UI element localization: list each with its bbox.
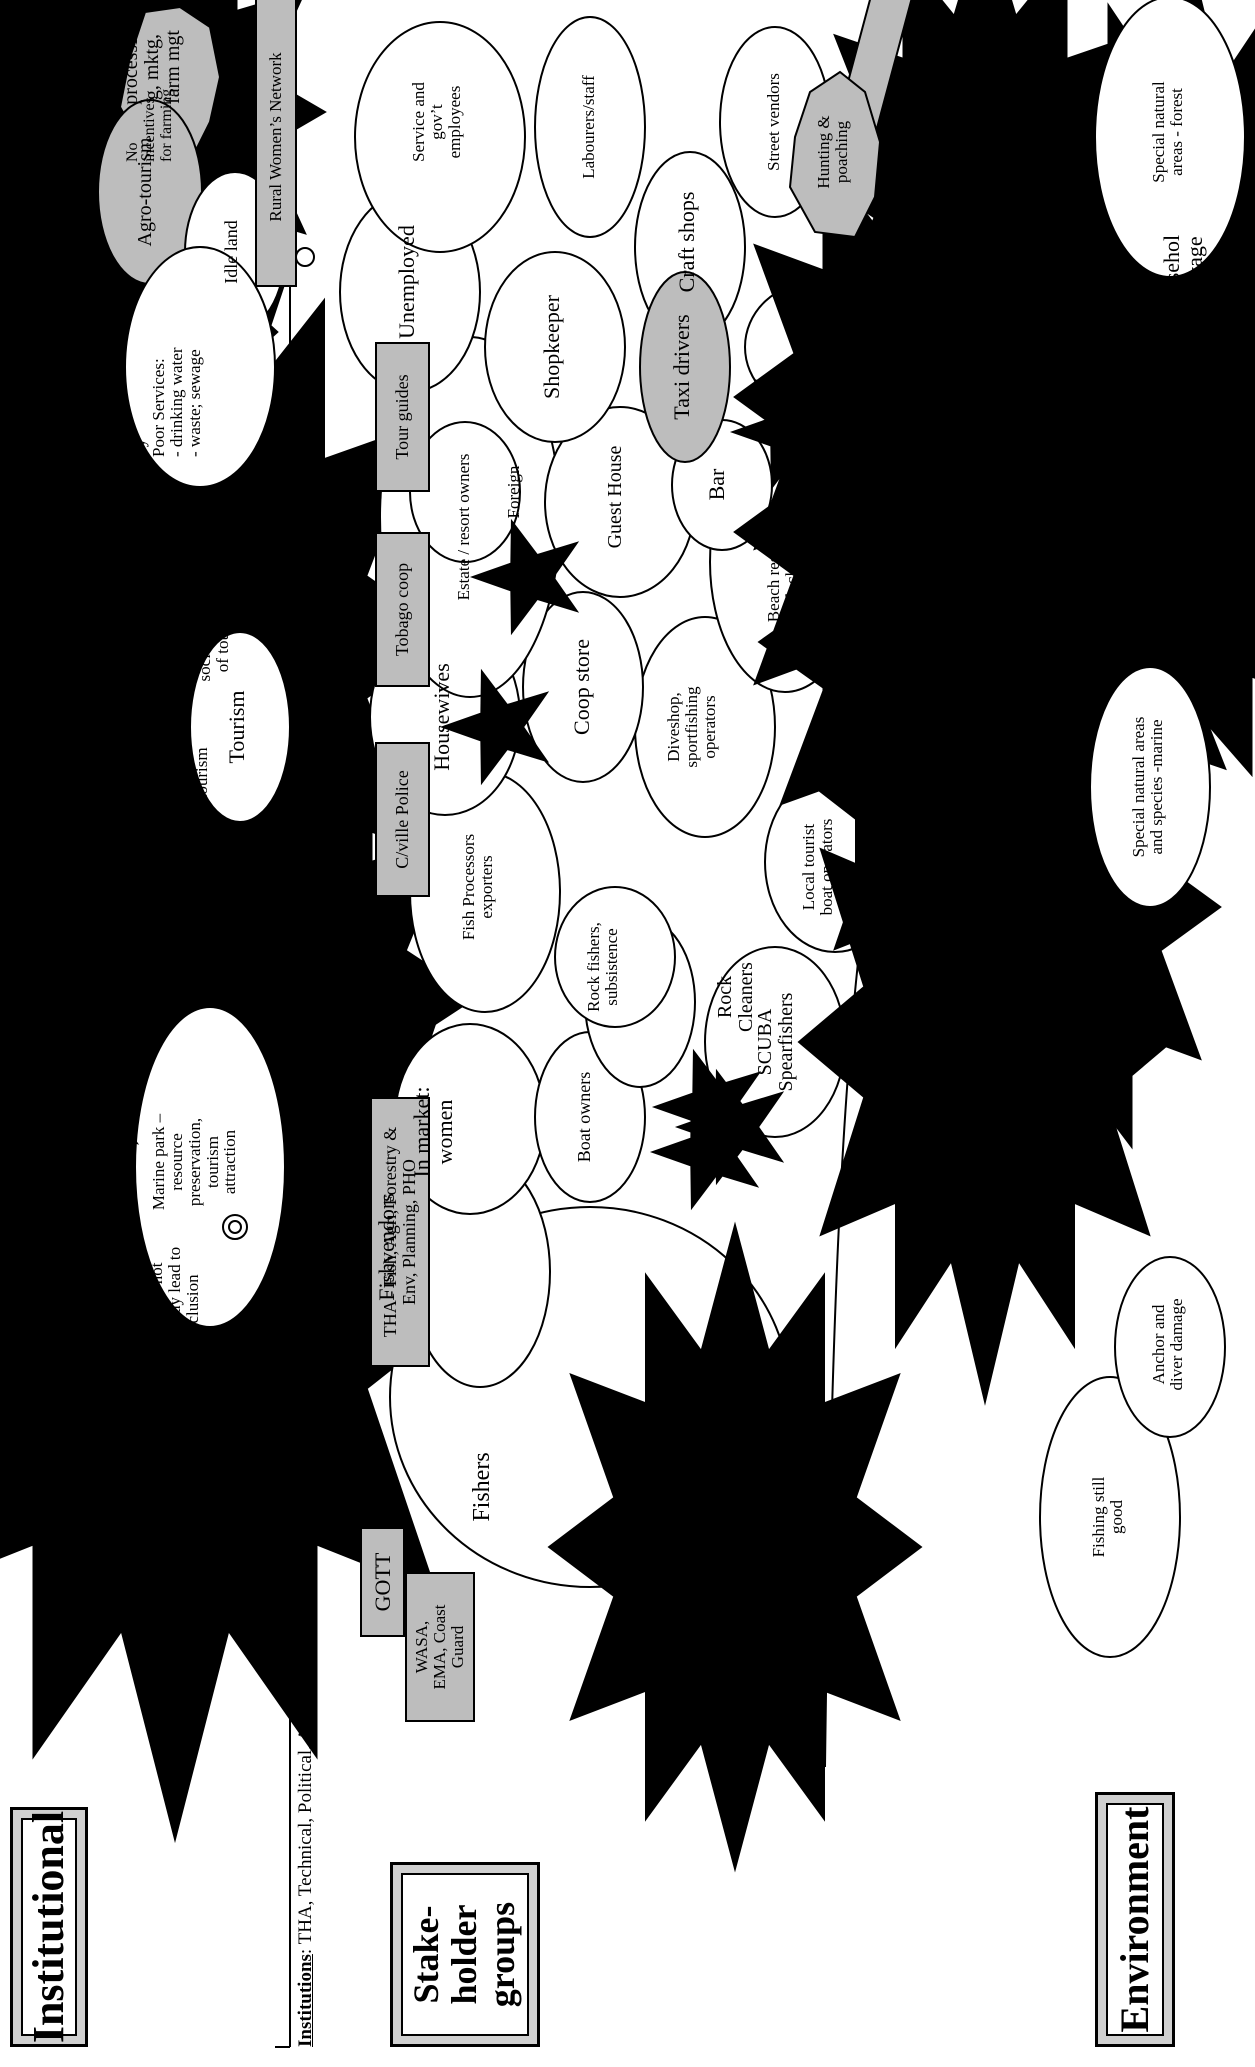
label-taxi-drivers: Taxi drivers — [670, 297, 700, 437]
title-environment: Environment — [1095, 1792, 1175, 2047]
label-non-ownership: Non-ownership of land — [25, 92, 70, 212]
label-loss-wetland: Loss of wetland — [965, 747, 1010, 827]
label-beach-restaurants: Beach restaurants Nigh club owners — [765, 477, 815, 647]
label-fish-processors: Fish Processors exporters — [460, 817, 510, 957]
label-bar: Bar — [705, 452, 735, 517]
label-resort-sewage: Resort sewage — [1155, 362, 1200, 442]
label-need-updated: Need updated physical development plan: … — [20, 237, 95, 427]
label-educ-park: Educ’n on park benefits — [90, 1177, 135, 1297]
label-service: Service and gov’t employees — [410, 57, 480, 187]
label-foreign-fishing: Foreign fishing vessels — [710, 1502, 775, 1592]
label-idle-land: Idle land — [222, 197, 250, 307]
label-poor-services: Poor Services: - drinking water - waste;… — [150, 277, 225, 457]
label-anchor-diver: Anchor and diver damage — [1150, 1287, 1195, 1402]
label-special-forest: Special natural areas - forest — [1150, 67, 1195, 197]
title-institutional: Institutional — [10, 1807, 88, 2047]
label-potential-negative: Potential Negative social effects of tou… — [160, 567, 250, 707]
label-loss-reef: Loss of reef — [1030, 862, 1080, 952]
label-inconsistent: Inconsistent political decision — [30, 447, 75, 587]
label-pollution-yachts: Pollution from yachts — [965, 992, 1010, 1092]
label-sand-mining: Sand mining — [920, 602, 975, 682]
label-diveshop: Diveshop, sportfishing operators — [665, 657, 740, 797]
label-weak-park: Weak Park implementation — [85, 912, 135, 1032]
label-marine-park: Marine park – resource preservation, tou… — [150, 1087, 260, 1237]
label-labourers: Labourers/staff — [580, 57, 605, 197]
label-fishvendors: Fishvendors — [375, 1172, 405, 1322]
label-estate-resort: Estate / resort owners — [455, 427, 480, 627]
label-fishers: Fishers — [470, 1427, 500, 1547]
label-in-market: In market: women — [410, 1057, 470, 1207]
box-cville-police: C/ville Police — [375, 742, 430, 897]
title-stakeholder-groups: Stake- holder groups — [390, 1862, 540, 2047]
label-water-pollution: Water pollution — [1050, 582, 1100, 672]
label-shopkeeper: Shopkeeper — [540, 277, 570, 417]
label-fishing-still-good: Fishing still good — [1090, 1457, 1135, 1577]
label-street-vendors: Street vendors — [765, 57, 790, 187]
label-housewives: Housewives — [430, 647, 460, 787]
label-what-carrying: What carrying capacity — [95, 422, 155, 512]
label-guest-house: Guest House — [605, 427, 633, 567]
label-who-profits: Who profits from tourism — [175, 732, 225, 852]
label-craft-shops: Craft shops — [675, 182, 705, 302]
label-hunting: Hunting & poaching — [815, 97, 860, 207]
label-special-marine: Special natural areas and species -marin… — [1130, 697, 1175, 877]
institutions-line: Institutions: THA, Technical, Political,… — [296, 127, 320, 2047]
box-tour-guides: Tour guides — [375, 342, 430, 492]
label-boat-owners: Boat owners — [575, 1057, 600, 1177]
box-gott: GOTT — [360, 1527, 405, 1637]
box-tobago-coop: Tobago coop — [375, 532, 430, 687]
box-rural-women: Rural Women’s Network — [255, 0, 297, 287]
label-coop-store: Coop store — [570, 617, 600, 757]
institutions-label: Institutions — [296, 1954, 316, 2047]
label-need-processing: Need processin g, mktg, farm mgt — [100, 12, 190, 122]
label-rock-cleaners: Rock Cleaners — [715, 957, 770, 1037]
label-small-hotels: Small hotels — [790, 287, 840, 377]
label-unemployed: Unemployed — [395, 217, 425, 347]
label-local-tourist: Local tourist boat operators — [800, 792, 850, 942]
label-foreign: Foreign — [505, 447, 530, 537]
label-household-sewage: Househol d sewage — [1160, 217, 1215, 337]
label-coastal-development: Coastal development — [1040, 352, 1090, 472]
label-rock-fishers: Rock fishers, subsistence — [585, 897, 635, 1037]
label-loss-bathing: Loss of bathing areas — [1140, 527, 1200, 602]
label-park-zonation: Park zonation and manage’t not clear, ma… — [130, 1227, 225, 1387]
box-wasa: WASA, EMA, Coast Guard — [405, 1572, 475, 1722]
label-economic-viability: Economic Viability of park — [245, 942, 310, 1052]
label-need-participatory: Need participator y planning — [35, 732, 100, 842]
label-coastal-erosion: Coastal erosion — [880, 352, 925, 442]
label-access-beach: Access to beach — [880, 487, 925, 577]
